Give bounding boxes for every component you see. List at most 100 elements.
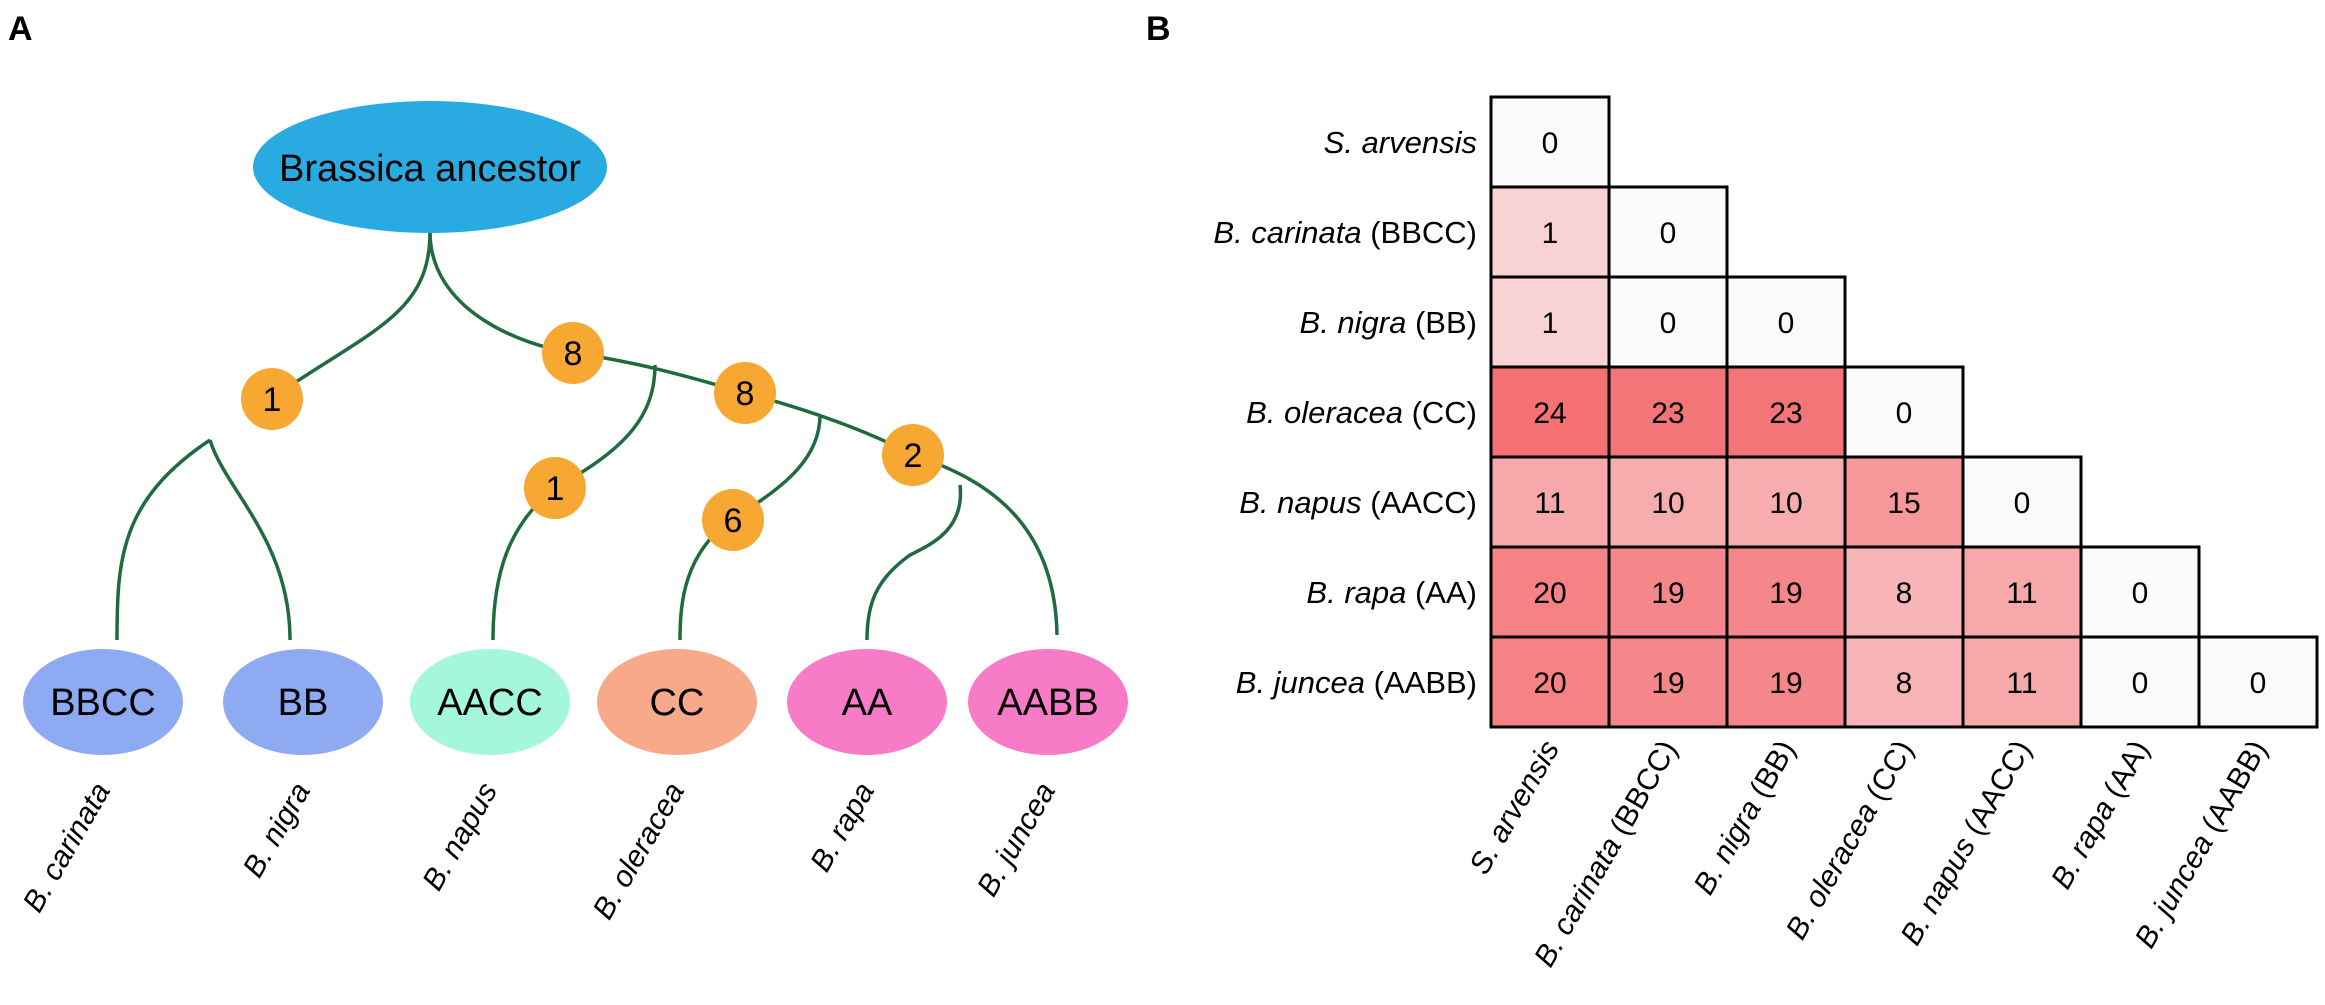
row-genome: (AA) — [1406, 575, 1477, 610]
row-species: B. nigra — [1300, 305, 1407, 340]
matrix-cell: 8 — [1843, 635, 1965, 729]
matrix-cell: 0 — [2079, 635, 2201, 729]
cell-value: 20 — [1533, 667, 1566, 700]
col-species: B. nigra — [1688, 794, 1768, 900]
cell-rect — [1607, 635, 1729, 729]
event-badges: 1 8 8 1 6 2 — [241, 322, 944, 551]
matrix-cell: 10 — [1607, 455, 1729, 549]
cell-value: 0 — [1896, 397, 1913, 430]
event-badge: 1 — [241, 368, 303, 430]
ancestor-label: Brassica ancestor — [279, 148, 581, 190]
row-label: B. oleracea (CC) — [1246, 395, 1477, 430]
row-label: S. arvensis — [1324, 125, 1477, 160]
cell-value: 19 — [1651, 577, 1684, 610]
row-label: B. carinata (BBCC) — [1213, 215, 1477, 250]
matrix-cell: 20 — [1489, 635, 1611, 729]
col-genome: (BBCC) — [1600, 735, 1684, 848]
cell-rect — [1607, 275, 1729, 369]
matrix-cell: 10 — [1725, 455, 1847, 549]
branch-to-aa — [865, 484, 963, 641]
cell-value: 23 — [1769, 397, 1802, 430]
cell-value: 23 — [1651, 397, 1684, 430]
cell-rect — [1961, 545, 2083, 639]
event-badge: 1 — [524, 457, 586, 519]
row-species: B. carinata — [1213, 215, 1361, 250]
badge-count: 8 — [564, 335, 583, 373]
genome-label: BB — [278, 682, 329, 724]
cell-rect — [1489, 95, 1611, 189]
row-label: B. nigra (BB) — [1300, 305, 1477, 340]
leaf-node-bb: BB B. nigra — [223, 649, 383, 883]
cell-value: 19 — [1651, 667, 1684, 700]
matrix-cell: 0 — [1607, 275, 1729, 369]
branch-right-spine-3 — [912, 453, 1059, 636]
row-species: B. oleracea — [1246, 395, 1403, 430]
row-label: B. napus (AACC) — [1239, 485, 1477, 520]
row-species: B. juncea — [1236, 665, 1365, 700]
genome-label: AABB — [997, 682, 1098, 724]
matrix-cell: 15 — [1843, 455, 1965, 549]
branch-left-to-bb — [208, 439, 292, 641]
matrix-cell: 0 — [1961, 455, 2083, 549]
row-label: B. juncea (AABB) — [1236, 665, 1477, 700]
col-genome: (AA) — [2093, 735, 2156, 811]
cell-value: 19 — [1769, 577, 1802, 610]
genome-oval — [23, 649, 183, 755]
cell-value: 0 — [2014, 487, 2031, 520]
species-label: B. nigra — [237, 777, 317, 883]
row-genome: (BB) — [1406, 305, 1477, 340]
matrix-cell: 20 — [1489, 545, 1611, 639]
row-genome: (BBCC) — [1362, 215, 1477, 250]
cell-value: 11 — [1534, 487, 1565, 520]
matrix-cell: 8 — [1843, 545, 1965, 639]
badge-count: 1 — [546, 470, 565, 508]
genome-oval — [968, 649, 1128, 755]
cell-value: 20 — [1533, 577, 1566, 610]
species-label: B. rapa — [804, 777, 881, 877]
col-species: B. rapa — [2045, 794, 2122, 894]
matrix-cell: 0 — [1725, 275, 1847, 369]
ancestor-node: Brassica ancestor — [253, 101, 607, 233]
badge-count: 6 — [724, 502, 743, 540]
genome-label: BBCC — [50, 682, 156, 724]
cell-value: 8 — [1896, 577, 1913, 610]
badge-count: 8 — [736, 375, 755, 413]
row-label: B. rapa (AA) — [1306, 575, 1477, 610]
leaf-node-aa: AAB. rapa — [787, 649, 947, 877]
cell-rect — [1843, 635, 1965, 729]
genome-oval — [410, 649, 570, 755]
branch-root-left — [271, 231, 432, 400]
cell-rect — [1961, 455, 2083, 549]
matrix-cell: 1 — [1489, 185, 1611, 279]
cell-rect — [1489, 275, 1611, 369]
cell-rect — [1725, 635, 1847, 729]
col-species: B. juncea — [2129, 829, 2220, 954]
badge-circle — [702, 489, 764, 551]
cell-rect — [1607, 365, 1729, 459]
badge-circle — [542, 322, 604, 384]
cell-value: 0 — [1542, 127, 1559, 160]
matrix-cell: 11 — [1961, 635, 2083, 729]
col-genome: (AABB) — [2191, 735, 2274, 845]
row-labels: S. arvensis B. carinata (BBCC) B. nigra (B… — [1213, 125, 1477, 700]
column-label: S. arvensis — [1463, 735, 1566, 880]
cell-value: 0 — [1660, 307, 1677, 340]
event-badge: 2 — [882, 424, 944, 486]
row-species: B. rapa — [1306, 575, 1406, 610]
row-species: B. napus — [1239, 485, 1361, 520]
badge-count: 1 — [263, 381, 282, 419]
row-genome: (AABB) — [1365, 665, 1477, 700]
genome-oval — [597, 649, 757, 755]
matrix-cell: 19 — [1725, 635, 1847, 729]
matrix-cell: 19 — [1607, 545, 1729, 639]
cell-value: 0 — [2132, 667, 2149, 700]
cell-value: 1 — [1542, 307, 1559, 340]
cell-value: 1 — [1542, 217, 1559, 250]
